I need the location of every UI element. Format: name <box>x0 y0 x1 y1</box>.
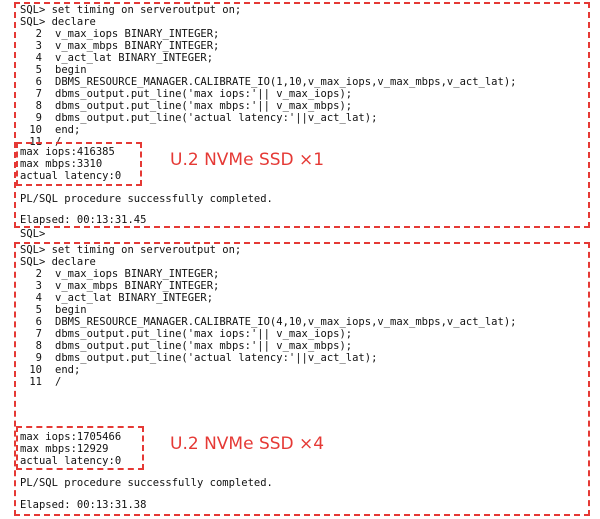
result-box-1 <box>16 142 142 186</box>
result-max-mbps: max mbps:12929 <box>20 443 109 455</box>
result-max-mbps: max mbps:3310 <box>20 158 103 170</box>
result-max-iops: max iops:1705466 <box>20 431 122 443</box>
code-line: SQL> declare <box>20 16 96 28</box>
result-box-2 <box>16 426 144 470</box>
sql-prompt: SQL> <box>20 228 46 240</box>
session-box-1 <box>14 2 590 228</box>
result-max-iops: max iops:416385 <box>20 146 115 158</box>
session-box-2 <box>14 242 590 516</box>
code-line: SQL> declare <box>20 256 96 268</box>
code-line: 11/ <box>29 376 62 388</box>
code-line: SQL> set timing on serveroutput on; <box>20 4 242 16</box>
result-actual-latency: actual latency:0 <box>20 455 122 467</box>
device-caption-1: U.2 NVMe SSD ×1 <box>170 150 325 170</box>
device-caption-2: U.2 NVMe SSD ×4 <box>170 434 325 454</box>
result-actual-latency: actual latency:0 <box>20 170 122 182</box>
completed-message: PL/SQL procedure successfully completed. <box>20 477 273 489</box>
code-line: SQL> set timing on serveroutput on; <box>20 244 242 256</box>
elapsed-time: Elapsed: 00:13:31.45 <box>20 214 147 226</box>
elapsed-time: Elapsed: 00:13:31.38 <box>20 499 147 511</box>
completed-message: PL/SQL procedure successfully completed. <box>20 193 273 205</box>
